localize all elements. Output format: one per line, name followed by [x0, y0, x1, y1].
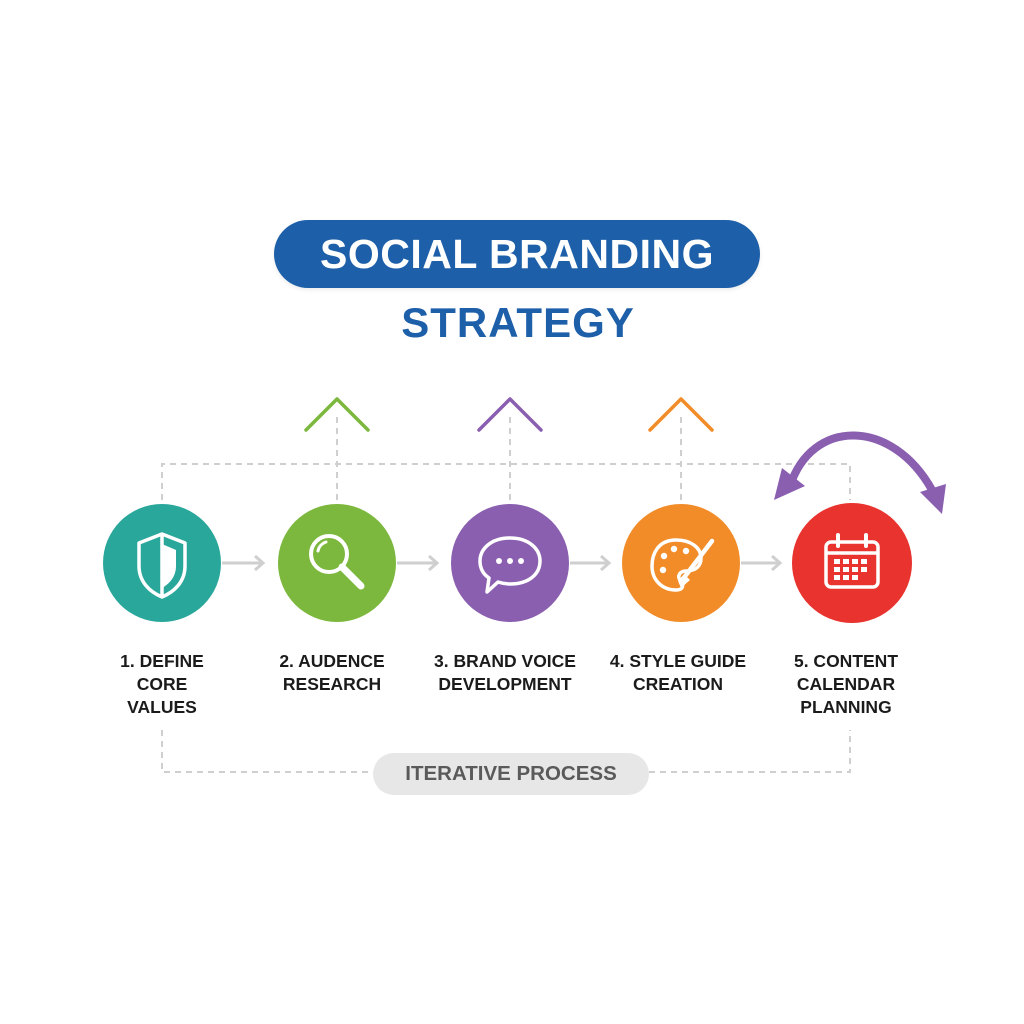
title-banner: SOCIAL BRANDING	[274, 220, 760, 288]
connector-arrow-4-5	[741, 554, 783, 572]
magnifier-icon	[309, 534, 365, 590]
connector-arrow-2-3	[397, 554, 440, 572]
up-chevron-purple	[477, 397, 543, 432]
cycle-arrow-icon	[774, 431, 946, 514]
step-2-circle	[278, 504, 396, 622]
palette-brush-icon	[650, 538, 715, 592]
calendar-icon	[824, 533, 880, 589]
step-2-label: 2. AUDENCE RESEARCH	[279, 651, 385, 694]
up-chevron-green	[304, 397, 370, 432]
top-feedback-rail	[161, 463, 851, 500]
step-4-label: 4. STYLE GUIDE CREATION	[609, 651, 747, 694]
up-chevron-orange	[648, 397, 714, 432]
iterative-process-label: ITERATIVE PROCESS	[405, 762, 617, 785]
bottom-feedback-rail	[161, 730, 851, 773]
iterative-process-badge: ITERATIVE PROCESS	[373, 753, 649, 795]
connector-arrow-1-2	[222, 554, 266, 572]
step-1-label: 1. DEFINE CORE VALUES	[120, 651, 204, 717]
shield-icon	[137, 532, 187, 599]
subtitle: STRATEGY	[401, 299, 635, 346]
step-5-label: 5. CONTENT CALENDAR PLANNING	[793, 651, 899, 717]
title-text: SOCIAL BRANDING	[320, 230, 714, 277]
step-3-label: 3. BRAND VOICE DEVELOPMENT	[434, 651, 576, 694]
speech-bubble-icon	[478, 536, 542, 594]
connector-arrow-3-4	[570, 554, 612, 572]
step-4-circle	[622, 504, 740, 622]
